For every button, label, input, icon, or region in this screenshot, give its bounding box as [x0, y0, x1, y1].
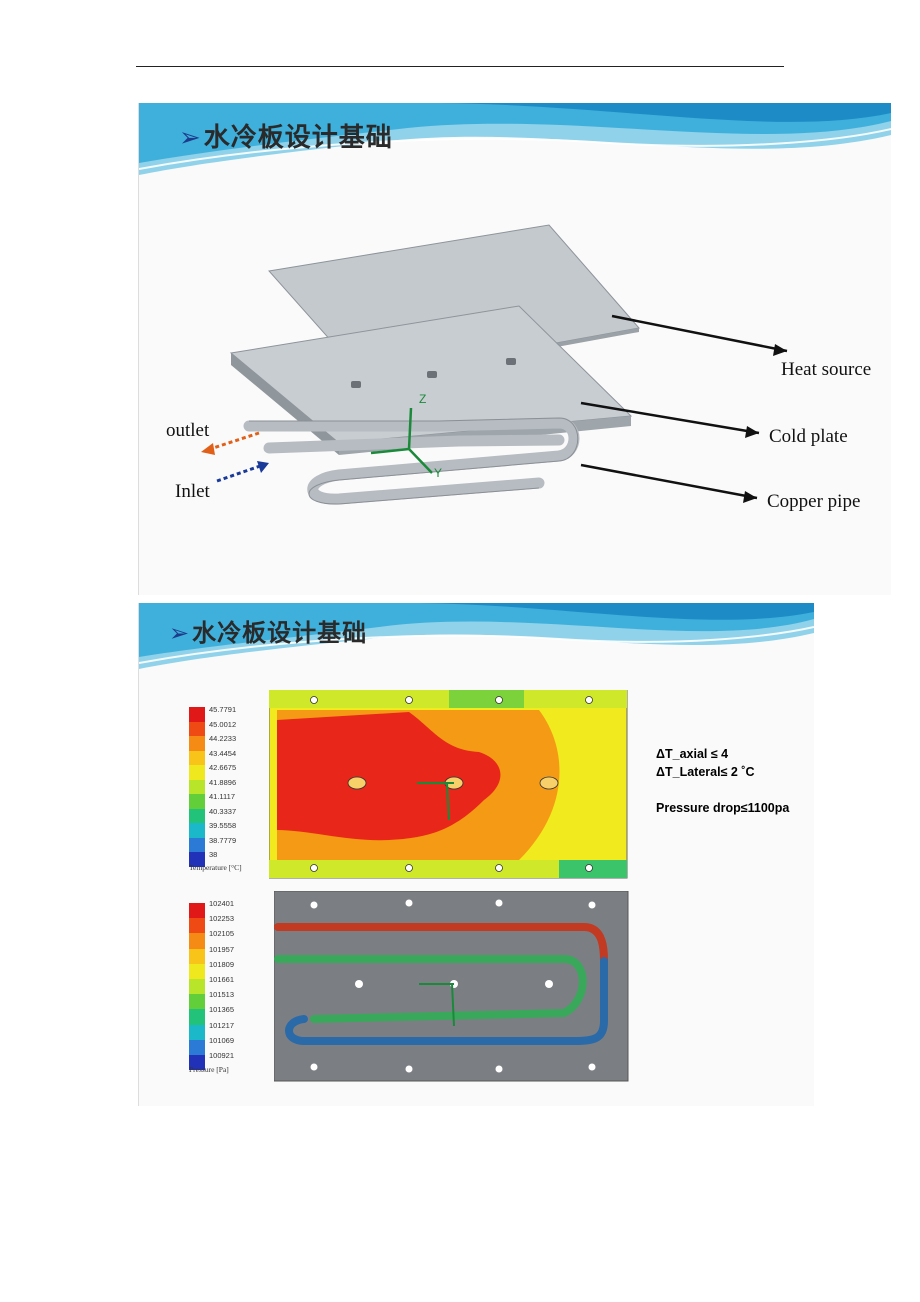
callout-arrows [580, 314, 788, 500]
pressure-legend-tick: 101513 [209, 990, 235, 1000]
pressure-legend-swatch [189, 994, 205, 1010]
temperature-legend-swatch [189, 852, 205, 867]
temperature-legend-swatch [189, 721, 205, 736]
inlet-label: Inlet [175, 481, 210, 502]
slide-exploded-view: ➢水冷板设计基础 Z Y [138, 103, 891, 595]
temperature-legend-tick: 40.3337 [209, 806, 237, 816]
axis-y-label: Y [434, 466, 442, 480]
temperature-legend-tick: 38 [209, 850, 218, 859]
pressure-legend-tick: 101069 [209, 1035, 235, 1045]
pressure-legend-title: Pressure [Pa] [189, 1065, 229, 1074]
pressure-legend-tick: 101365 [209, 1005, 235, 1015]
pressure-legend-swatch [189, 1054, 205, 1071]
pressure-legend-tick: 102105 [209, 929, 235, 939]
temperature-legend-tick: 39.5558 [209, 821, 237, 830]
temperature-legend-swatch [189, 837, 205, 852]
outlet-arrow [201, 431, 260, 455]
pressure-legend-tick: 101217 [209, 1020, 235, 1030]
title-wave-banner [139, 603, 814, 669]
pressure-legend-swatch [189, 1024, 205, 1040]
pressure-pipe-plot [274, 891, 629, 1082]
temperature-legend-tick: 38.7779 [209, 835, 237, 845]
coordinate-axes [370, 407, 433, 474]
temperature-legend-swatch [189, 823, 205, 838]
temperature-legend-tick: 43.4454 [209, 748, 237, 758]
temperature-legend-swatch [189, 765, 205, 780]
axis-z-label: Z [419, 392, 426, 406]
temperature-legend-tick: 45.7791 [209, 705, 237, 714]
design-specs: ΔT_axial ≤ 4 ΔT_Lateral≤ 2 ˚C Pressure d… [656, 745, 789, 817]
pressure-legend-tick: 102253 [209, 914, 235, 924]
slide-simulation-results: ➢水冷板设计基础 45.7791 45.0012 44.2233 43.4454 42.… [138, 603, 814, 1106]
pressure-legend-tick: 100921 [209, 1051, 235, 1060]
cold-plate-label: Cold plate [769, 426, 848, 447]
exploded-assembly-diagram: Z Y [201, 224, 788, 505]
header-rule [136, 66, 784, 67]
pressure-drop-spec: Pressure drop≤1100pa [656, 801, 790, 815]
title-wave-banner [139, 103, 891, 175]
pressure-legend-swatch [189, 903, 205, 919]
temperature-legend-tick: 41.1117 [209, 792, 235, 801]
temperature-legend-swatch [189, 707, 205, 722]
temperature-legend-swatch [189, 808, 205, 823]
temperature-legend-swatch [189, 779, 205, 794]
pressure-legend-tick: 102401 [209, 899, 235, 908]
temperature-legend-tick: 41.8896 [209, 777, 237, 787]
inlet-arrow [216, 461, 269, 483]
lateral-temperature-spec: ΔT_Lateral≤ 2 ˚C [656, 765, 755, 779]
temperature-legend-swatch [189, 736, 205, 751]
pressure-legend-swatch [189, 1009, 205, 1025]
pressure-legend-swatch [189, 948, 205, 964]
pressure-legend-swatch [189, 918, 205, 934]
pressure-legend-tick: 101957 [209, 944, 235, 954]
pressure-legend-swatch [189, 978, 205, 995]
pressure-legend-swatch [189, 933, 205, 949]
outlet-label: outlet [166, 420, 210, 441]
temperature-contour-plot [269, 690, 628, 879]
temperature-legend-tick: 45.0012 [209, 719, 237, 729]
temperature-legend-title: Temperature [°C] [189, 863, 242, 872]
temperature-legend-swatch [189, 750, 205, 765]
pressure-legend-swatch [189, 963, 205, 979]
heat-source-label: Heat source [781, 359, 872, 380]
axial-temperature-spec: ΔT_axial ≤ 4 [656, 747, 729, 761]
copper-pipe-label: Copper pipe [767, 491, 861, 512]
pressure-legend-swatch [189, 1039, 205, 1055]
pressure-legend-tick: 101661 [209, 975, 235, 984]
temperature-legend-tick: 42.6675 [209, 763, 237, 772]
temperature-legend-tick: 44.2233 [209, 734, 237, 743]
copper-pipe [243, 417, 580, 505]
pressure-legend-tick: 101809 [209, 959, 235, 969]
temperature-legend-swatch [189, 794, 205, 809]
slide-title: ➢水冷板设计基础 [179, 123, 393, 153]
slide-title: ➢水冷板设计基础 [169, 619, 368, 647]
